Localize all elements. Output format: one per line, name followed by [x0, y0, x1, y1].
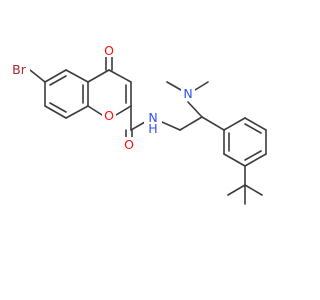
- bond: [194, 81, 209, 91]
- bond: [166, 81, 182, 91]
- atom-label-h-amide: H: [148, 121, 157, 136]
- bond: [244, 184, 263, 196]
- bond: [87, 69, 110, 83]
- bond: [201, 116, 225, 131]
- atom-label-o-ring: O: [104, 108, 114, 123]
- bond: [179, 116, 203, 131]
- bond: [49, 102, 67, 113]
- bond: [44, 69, 67, 83]
- bond: [161, 121, 181, 131]
- bond: [87, 105, 103, 116]
- bond: [223, 117, 246, 131]
- bond: [244, 123, 262, 134]
- bond: [244, 150, 262, 161]
- bond: [49, 75, 67, 86]
- atom-label-o-amide: O: [124, 137, 134, 152]
- bond: [65, 105, 89, 119]
- atom-label-n-amide: N: [148, 110, 157, 125]
- bond: [227, 184, 246, 196]
- bond: [187, 101, 203, 118]
- bond: [44, 105, 67, 119]
- bond: [65, 69, 89, 83]
- atom-label-o-ketone: O: [104, 43, 114, 58]
- atom-label-br: Br: [12, 62, 27, 77]
- bond: [223, 153, 246, 167]
- bond: [244, 117, 267, 131]
- atom-label-n-dimethyl: N: [183, 86, 192, 101]
- bond: [108, 69, 132, 83]
- bond: [130, 121, 146, 131]
- bond: [115, 105, 132, 116]
- bond: [29, 69, 46, 83]
- bond: [244, 153, 267, 167]
- structure-canvas: Br O O O N H N: [12, 43, 267, 205]
- molecule-structure: Br O O O N H N: [12, 43, 267, 205]
